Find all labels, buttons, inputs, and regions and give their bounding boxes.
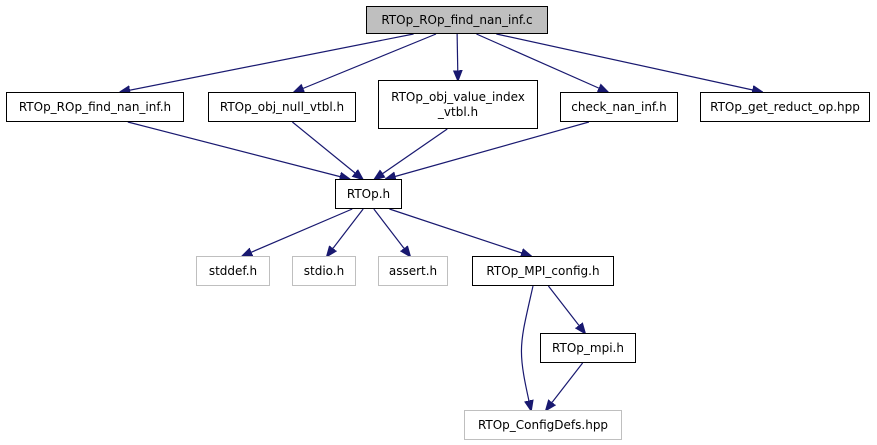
edge-root-to-rop_h [120, 33, 414, 92]
node-label: check_nan_inf.h [571, 99, 667, 114]
node-label: stdio.h [303, 263, 345, 278]
edge-rop_h-to-rtop_h [127, 121, 349, 179]
node-rtop-obj-value-index-vtbl-h[interactable]: RTOp_obj_value_index _vtbl.h [378, 80, 538, 129]
edge-rtop_h-to-stdio [327, 208, 364, 256]
node-label: RTOp_ROp_find_nan_inf.c [381, 12, 533, 27]
node-label-line1: RTOp_obj_value_index [391, 89, 525, 104]
edge-check_nan-to-rtop_h [386, 121, 590, 179]
edge-null_vtbl-to-rtop_h [292, 121, 362, 179]
node-rtop-rop-find-nan-inf-h[interactable]: RTOp_ROp_find_nan_inf.h [6, 92, 184, 122]
node-rtop-mpi-h[interactable]: RTOp_mpi.h [540, 333, 636, 363]
node-rtop-configdefs-hpp[interactable]: RTOp_ConfigDefs.hpp [464, 410, 622, 440]
node-label: RTOp_MPI_config.h [486, 263, 600, 278]
edge-root-to-null_vtbl [294, 33, 437, 92]
node-stddef-h[interactable]: stddef.h [196, 256, 270, 286]
node-rtop-rop-find-nan-inf-c[interactable]: RTOp_ROp_find_nan_inf.c [366, 6, 548, 34]
node-label: RTOp_ConfigDefs.hpp [477, 417, 609, 432]
node-label-line2: _vtbl.h [437, 104, 479, 119]
node-check-nan-inf-h[interactable]: check_nan_inf.h [560, 92, 678, 122]
node-rtop-h[interactable]: RTOp.h [335, 179, 402, 209]
node-label: stddef.h [208, 263, 258, 278]
edge-value_index-to-rtop_h [375, 128, 448, 179]
node-label: RTOp_ROp_find_nan_inf.h [18, 99, 172, 114]
node-rtop-mpi-config-h[interactable]: RTOp_MPI_config.h [472, 256, 614, 286]
edge-root-to-get_reduct [496, 33, 762, 92]
node-label: RTOp_mpi.h [552, 340, 624, 355]
edge-root-to-check_nan [476, 33, 607, 92]
edge-rtop_h-to-stddef [243, 208, 353, 256]
edge-mpi_config-to-mpi_h [547, 285, 584, 333]
node-rtop-get-reduct-op-hpp[interactable]: RTOp_get_reduct_op.hpp [700, 92, 870, 122]
node-assert-h[interactable]: assert.h [378, 256, 448, 286]
node-stdio-h[interactable]: stdio.h [292, 256, 356, 286]
edge-root-to-value_index [457, 33, 458, 80]
edge-mpi_h-to-config_defs [546, 362, 584, 410]
node-label: RTOp_get_reduct_op.hpp [710, 99, 860, 114]
edge-rtop_h-to-assert [373, 208, 410, 256]
edge-rtop_h-to-mpi_config [389, 208, 530, 256]
edge-mpi_config-to-config_defs [520, 285, 533, 410]
node-rtop-obj-null-vtbl-h[interactable]: RTOp_obj_null_vtbl.h [208, 92, 356, 122]
node-label: RTOp_obj_null_vtbl.h [219, 99, 345, 114]
node-label: RTOp.h [346, 186, 391, 201]
node-label: assert.h [388, 263, 438, 278]
